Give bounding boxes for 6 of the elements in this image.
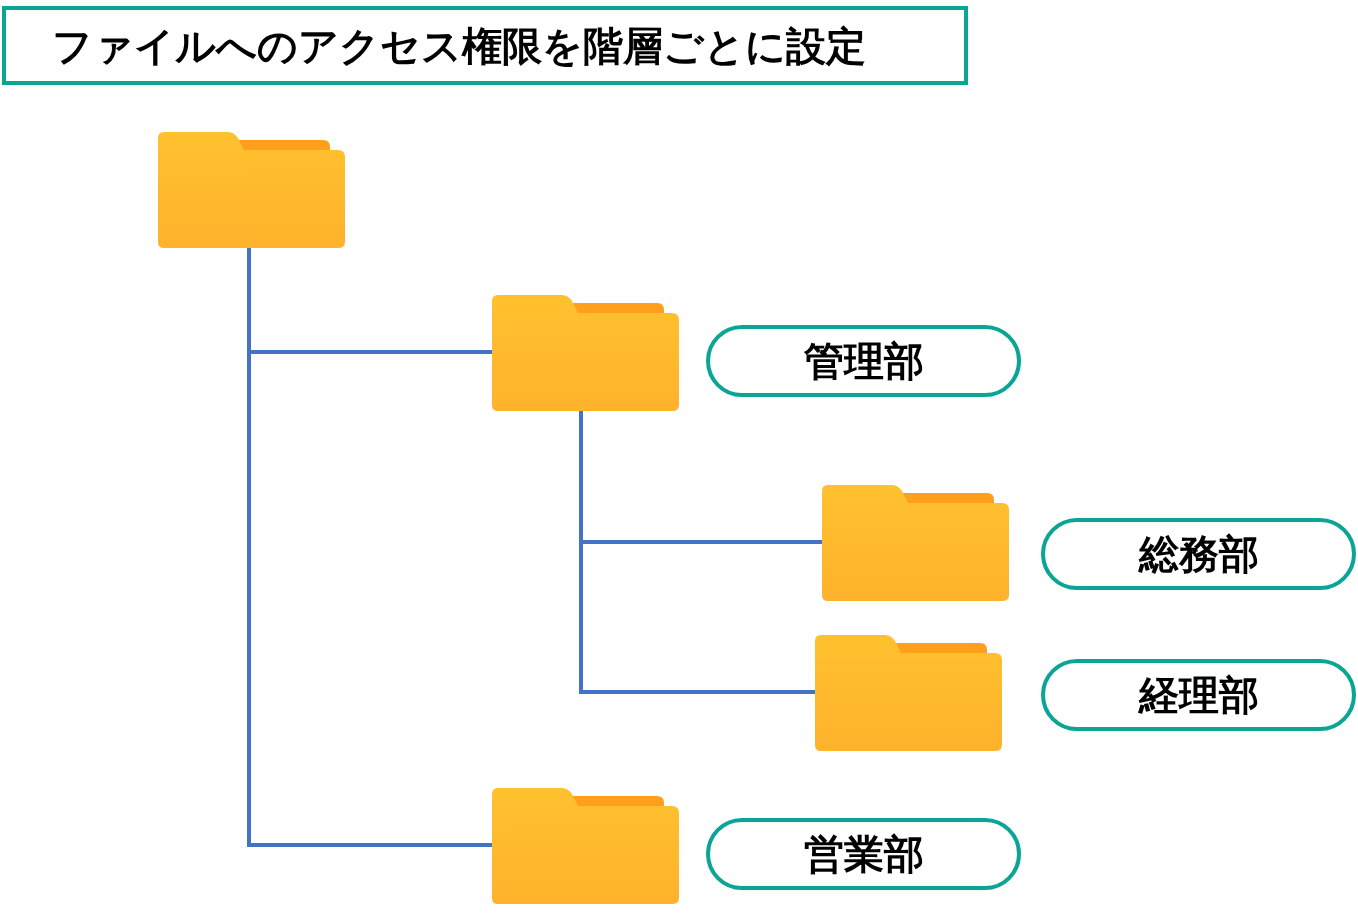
label-pill: 管理部 xyxy=(706,325,1021,397)
label-pill: 営業部 xyxy=(706,818,1021,890)
title-box: ファイルへのアクセス権限を階層ごとに設定 xyxy=(2,6,968,85)
label-pill: 経理部 xyxy=(1041,659,1356,731)
label-pill: 総務部 xyxy=(1041,518,1356,590)
connector-line xyxy=(579,411,815,694)
